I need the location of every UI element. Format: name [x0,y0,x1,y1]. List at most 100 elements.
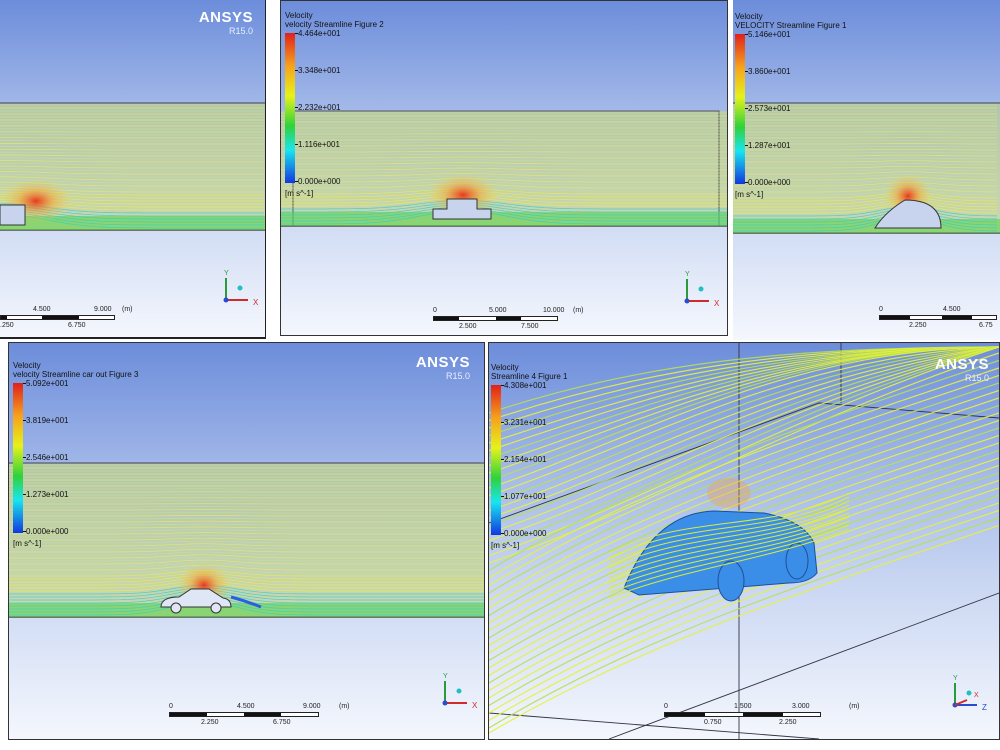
streamline [489,346,999,542]
scale-label: 6.750 [273,719,291,726]
legend-value: 5.146e+001 [748,30,791,39]
streamline [733,182,997,187]
streamline [608,520,850,589]
streamline [9,548,484,553]
streamline [608,496,850,559]
streamline [9,589,484,601]
streamline [0,146,264,148]
streamline [0,173,264,178]
streamline [281,190,727,198]
scale-label: 0 [664,703,668,710]
x-axis-arrow [954,699,968,706]
streamline [489,346,999,549]
car-body [432,198,492,220]
scale-label: .250 [0,322,14,329]
view-indicator [698,286,704,292]
streamline [733,217,997,232]
streamline-plot [281,110,727,227]
streamline [281,148,727,150]
legend-title: Velocity [735,12,763,21]
streamline [489,397,999,609]
streamline [733,165,997,169]
streamline [9,512,484,514]
legend-value: 0.000e+000 [748,178,791,187]
x-axis-label: X [714,299,720,308]
streamline [733,197,998,205]
streamline [733,206,997,217]
scale-unit: (m) [122,306,133,313]
streamline [9,587,484,598]
velocity-legend: Velocity Streamline 4 Figure 1 4.308e+00… [491,363,691,553]
streamline [9,577,484,586]
streamline [281,156,727,159]
streamline-view-4: Velocity velocity Streamline car out Fig… [8,342,485,740]
streamline [281,153,727,156]
scale-label: 2.250 [779,719,797,726]
streamline [281,208,727,222]
streamline [9,551,484,556]
streamline-view-5-3d: Velocity Streamline 4 Figure 1 4.308e+00… [488,342,1000,740]
streamline [733,201,997,211]
scale-unit: (m) [339,703,350,710]
streamline [489,524,999,734]
streamline [733,151,997,154]
legend-value: 4.464e+001 [298,29,341,38]
streamline [281,199,727,210]
scale-label: 4.500 [33,306,51,313]
velocity-legend: Velocity velocity Streamline Figure 2 4.… [285,11,485,201]
scale-label: 9.000 [303,703,321,710]
streamline [9,529,484,532]
car-body [0,204,26,226]
streamline [9,580,484,589]
scale-label: 2.500 [459,323,477,330]
streamline [9,546,484,550]
streamline [9,582,484,592]
legend-subtitle: velocity Streamline Figure 2 [285,20,384,29]
legend-value: 0.000e+000 [298,177,341,186]
color-bar [491,385,501,535]
streamline [9,575,484,583]
streamline [9,557,484,562]
scale-label: 0 [433,307,437,314]
streamline [281,195,727,204]
streamline [281,175,727,180]
streamline [9,532,484,535]
streamline [489,389,999,602]
streamline [489,502,999,714]
x-axis-label: X [253,298,259,307]
streamline [281,188,727,195]
streamline [281,204,727,216]
streamline [608,516,850,584]
scale-label: 2.250 [201,719,219,726]
streamline [608,524,850,594]
legend-value: 0.000e+000 [26,527,69,536]
streamline [489,346,999,504]
scale-label: 9.000 [94,306,112,313]
legend-value: 3.860e+001 [748,67,791,76]
streamline [489,509,999,722]
legend-title: Velocity [13,361,41,370]
streamline [733,189,998,196]
streamline [733,171,997,175]
streamline [281,185,727,192]
scale-label: 6.75 [979,322,993,329]
legend-value: 1.273e+001 [26,490,69,499]
z-axis-label: Z [982,703,987,712]
legend-unit: [m s^-1] [735,190,764,199]
streamline [489,517,999,729]
streamline [733,146,997,148]
legend-value: 2.154e+001 [504,455,547,464]
scale-label: 7.500 [521,323,539,330]
car-wheel [210,602,222,614]
car-wheel [785,542,809,580]
car-wheel [170,602,182,614]
streamline [489,382,999,594]
car-body [160,588,232,608]
streamline [733,176,997,181]
streamline [733,213,997,226]
streamline [9,520,484,523]
streamline [733,157,997,160]
streamline [489,346,999,489]
